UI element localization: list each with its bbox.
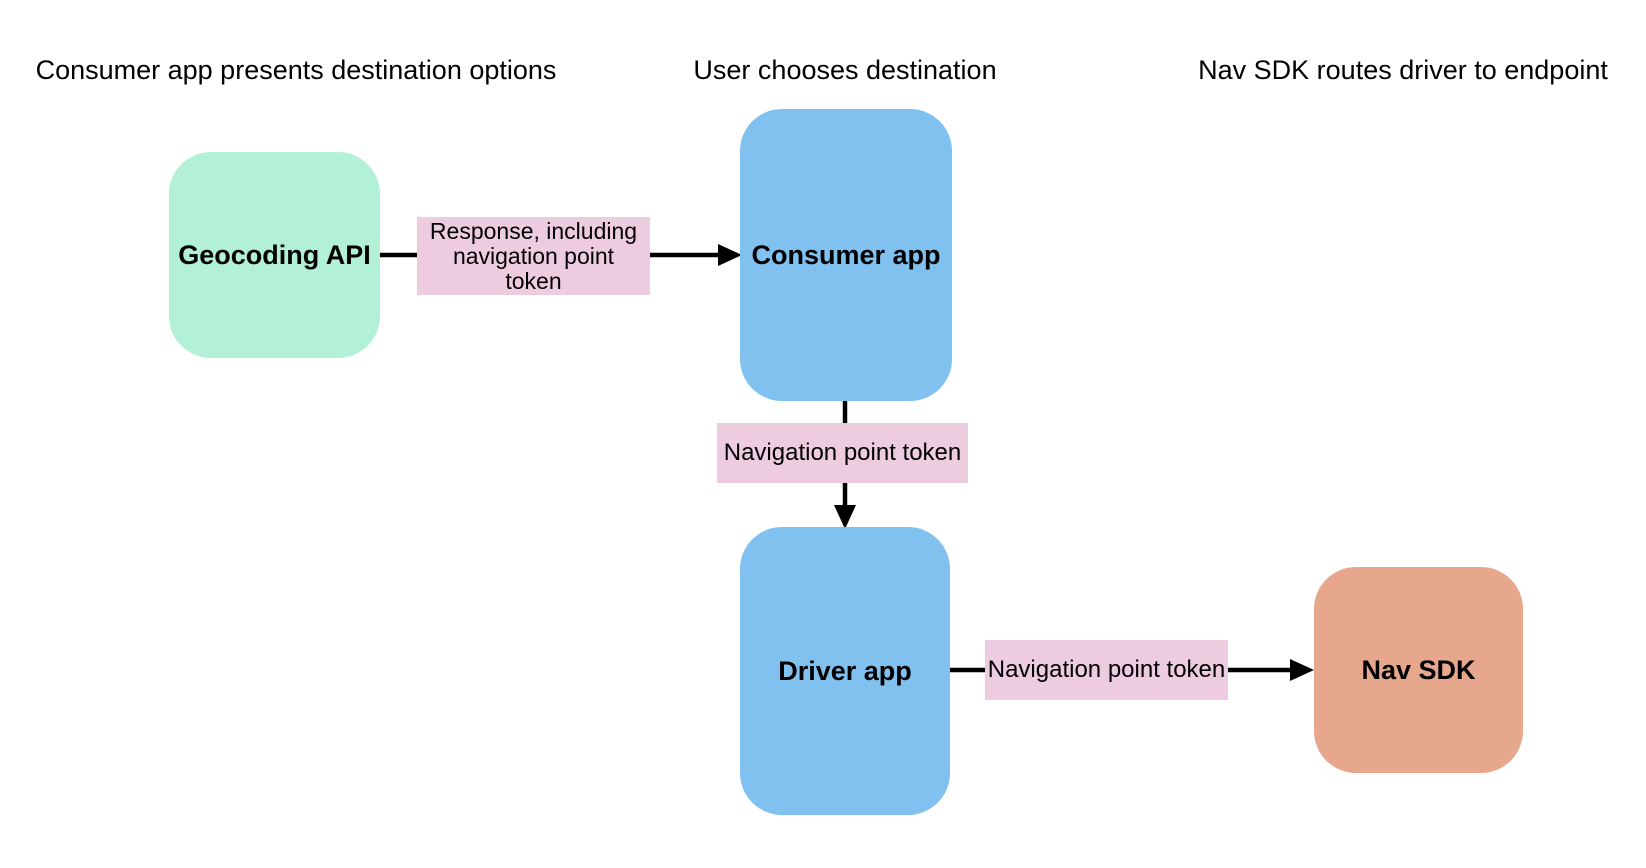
edge-label-to-navsdk-arrowhead — [1290, 659, 1314, 681]
node-driver-app: Driver app — [740, 527, 950, 815]
column-header-user-chooses: User chooses destination — [693, 55, 997, 85]
edge-label-navigation-point-token-mid: Navigation point token — [717, 423, 968, 483]
edge-label-navigation-point-token-right: Navigation point token — [985, 640, 1228, 700]
node-nav-sdk: Nav SDK — [1314, 567, 1523, 773]
edge-label-response-including-token: Response, including navigation point tok… — [417, 217, 650, 295]
column-header-consumer-presents: Consumer app presents destination option… — [35, 55, 557, 85]
node-consumer-app-label: Consumer app — [751, 239, 941, 270]
column-header-navsdk-routes: Nav SDK routes driver to endpoint — [1198, 55, 1608, 85]
edge-label-to-consumer-arrowhead — [718, 244, 742, 266]
node-consumer-app: Consumer app — [740, 109, 952, 401]
node-nav-sdk-label: Nav SDK — [1361, 654, 1476, 685]
node-driver-app-label: Driver app — [778, 655, 912, 686]
edge-label-to-driver-arrowhead — [834, 505, 856, 529]
node-geocoding-api-label: Geocoding API — [178, 239, 371, 270]
node-geocoding-api: Geocoding API — [169, 152, 380, 358]
